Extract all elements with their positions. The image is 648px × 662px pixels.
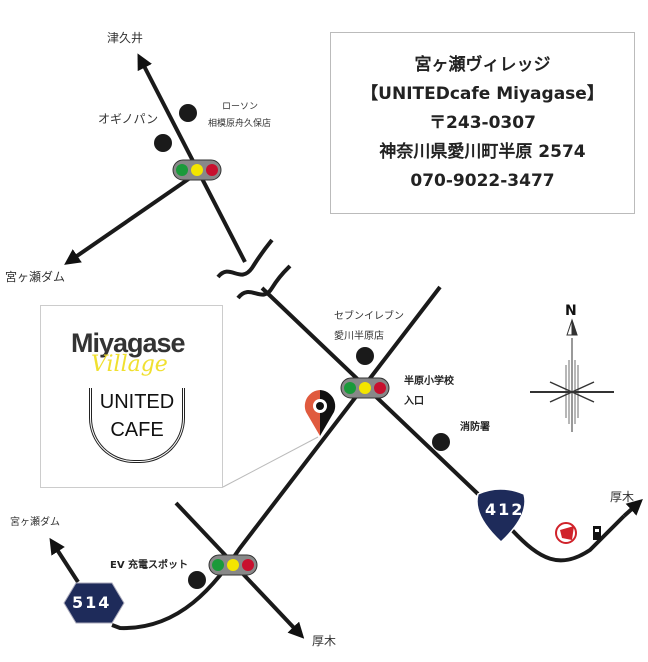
venue-name: 宮ヶ瀬ヴィレッジ (414, 54, 551, 75)
compass-rose-icon (530, 318, 614, 432)
traffic-light-icon (208, 554, 258, 576)
road-break-wave (216, 238, 274, 279)
location-pin-icon (304, 390, 336, 436)
ev-spot-marker (188, 571, 206, 589)
gas-station-icon (555, 522, 601, 544)
logo-box: Miyagase Village UNITED CAFE (40, 305, 223, 488)
label-seven-eleven: セブンイレブン (334, 311, 404, 322)
label-seven-eleven-branch: 愛川半原店 (334, 331, 384, 342)
label-fire-station: 消防署 (460, 422, 490, 433)
postal-code: 〒243-0307 (429, 112, 536, 133)
label-oginopan: オギノパン (98, 112, 159, 126)
lawson-marker (179, 104, 197, 122)
traffic-light-icon (340, 377, 390, 399)
oginopan-marker (154, 134, 172, 152)
label-school: 半原小学校 (404, 376, 454, 387)
label-ev-spot: EV 充電スポット (110, 560, 189, 571)
compass-north-label: N (565, 303, 577, 319)
road-break-wave (236, 264, 292, 300)
label-school-entrance: 入口 (404, 396, 424, 407)
road-to-miyagase-dam-top (64, 176, 192, 265)
route-514-number: 514 (72, 593, 112, 612)
route-514-shield (63, 582, 125, 624)
logo-village: Village (91, 352, 168, 377)
fire-station-marker (432, 433, 450, 451)
label-atsugi-right: 厚木 (610, 490, 635, 504)
logo-pointer-line (222, 436, 319, 488)
phone-number: 070-9022-3477 (410, 170, 555, 191)
traffic-light-icon (172, 159, 222, 181)
label-atsugi-bottom: 厚木 (312, 634, 337, 648)
label-lawson-branch: 相模原舟久保店 (208, 119, 272, 129)
label-lawson: ローソン (222, 102, 259, 112)
united-cafe-emblem: UNITED CAFE (89, 388, 185, 463)
label-miyagase-dam-top: 宮ヶ瀬ダム (5, 270, 66, 284)
seven-eleven-marker (356, 347, 374, 365)
address-box: 宮ヶ瀬ヴィレッジ 【UNITEDcafe Miyagase】 〒243-0307… (330, 32, 635, 214)
label-miyagase-dam-bottom: 宮ヶ瀬ダム (10, 517, 60, 528)
address: 神奈川県愛川町半原 2574 (379, 141, 586, 162)
route-412-number: 412 (485, 500, 525, 519)
venue-subname: 【UNITEDcafe Miyagase】 (361, 83, 604, 104)
label-tsukui: 津久井 (107, 31, 144, 45)
route-412-shield (476, 488, 526, 544)
road-to-miyagase-dam-bottom (49, 537, 80, 584)
logo-miyagase: Miyagase (71, 328, 186, 358)
